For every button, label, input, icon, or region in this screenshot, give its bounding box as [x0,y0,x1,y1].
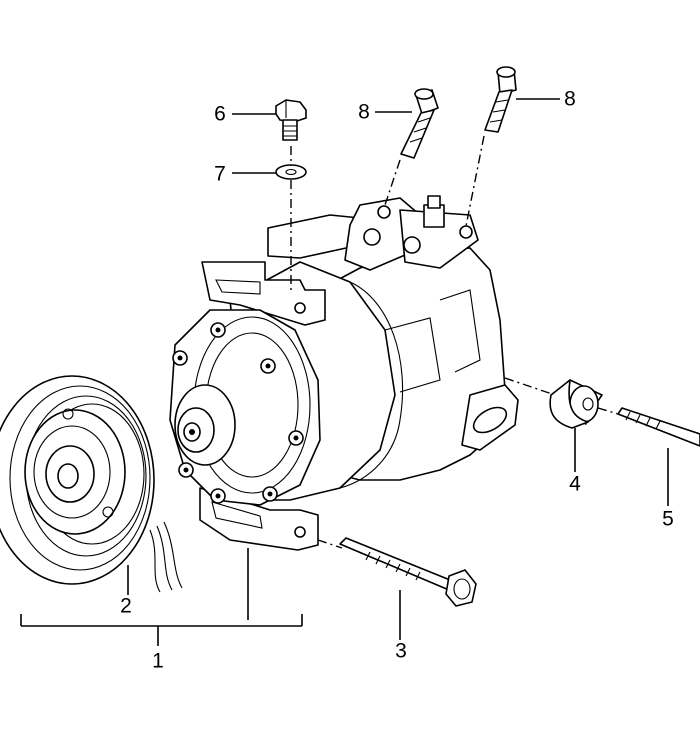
callout-8-right: 8 [564,88,576,111]
cap-screw-8-right [484,66,517,133]
long-bolt-3 [339,537,477,607]
callout-5: 5 [662,508,674,531]
magnetic-clutch-pulley [0,375,183,593]
leader-lines [20,98,669,646]
long-bolt-5 [617,407,700,447]
callout-7: 7 [214,163,226,186]
callout-3: 3 [395,640,407,663]
spacer-sleeve-4 [549,379,603,429]
callout-2: 2 [120,595,132,618]
callout-labels: 1 2 3 4 5 6 7 8 8 [120,88,674,673]
callout-6: 6 [214,103,226,126]
callout-4: 4 [569,473,581,496]
hex-bolt-6 [275,99,307,141]
callout-8-left: 8 [358,101,370,124]
compressor-body [169,195,519,551]
cap-screw-8-left [400,88,439,159]
washer-7 [275,164,307,180]
assembly-alignment-lines [290,135,619,549]
callout-1: 1 [152,650,164,673]
